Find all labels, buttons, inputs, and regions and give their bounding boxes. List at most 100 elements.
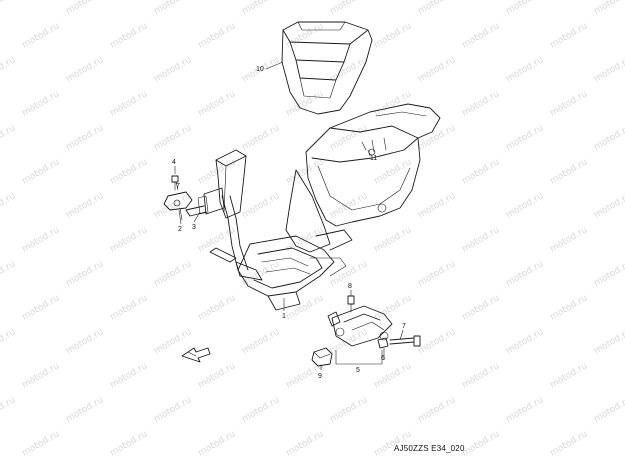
watermark-text: motod.ru xyxy=(197,293,238,322)
watermark-text: motod.ru xyxy=(373,157,414,186)
watermark-text: motod.ru xyxy=(373,225,414,254)
watermark-text: motod.ru xyxy=(505,55,546,84)
watermark-text: motod.ru xyxy=(593,327,625,356)
watermark-text: motod.ru xyxy=(593,191,625,220)
watermark-text: motod.ru xyxy=(21,157,62,186)
watermark-text: motod.ru xyxy=(417,0,458,17)
callout-11: 11 xyxy=(370,155,377,162)
watermark-text: motod.ru xyxy=(461,225,502,254)
watermark-text: motod.ru xyxy=(65,55,106,84)
watermark-text: motod.ru xyxy=(65,327,106,356)
watermark-text: motod.ru xyxy=(417,327,458,356)
watermark-text: motod.ru xyxy=(109,429,150,458)
watermark-text: motod.ru xyxy=(593,55,625,84)
watermark-text: motod.ru xyxy=(153,55,194,84)
watermark-text: motod.ru xyxy=(461,89,502,118)
watermark-text: motod.ru xyxy=(153,259,194,288)
callout-5: 5 xyxy=(356,367,360,374)
part-8-bolt xyxy=(347,295,355,313)
watermark-text: motod.ru xyxy=(0,55,17,84)
watermark-text: motod.ru xyxy=(461,293,502,322)
watermark-text: motod.ru xyxy=(285,157,326,186)
watermark-text: motod.ru xyxy=(197,429,238,458)
watermark-text: motod.ru xyxy=(0,123,17,152)
watermark-text: motod.ru xyxy=(593,0,625,17)
watermark-text: motod.ru xyxy=(329,395,370,424)
watermark-text: motod.ru xyxy=(0,395,17,424)
part-1-frame-body xyxy=(185,103,441,311)
callout-2: 2 xyxy=(178,226,182,233)
watermark-text: motod.ru xyxy=(109,225,150,254)
watermark-text: motod.ru xyxy=(197,361,238,390)
watermark-text: motod.ru xyxy=(197,157,238,186)
diagram-code-label: AJ50ZZS E34_020 xyxy=(394,444,465,453)
part-10-luggage-box xyxy=(281,21,373,115)
watermark-text: motod.ru xyxy=(65,191,106,220)
watermark-text: motod.ru xyxy=(461,361,502,390)
front-direction-arrow-icon xyxy=(181,347,211,363)
callout-8: 8 xyxy=(348,283,352,290)
callout-labels: 10 11 4 7 2 3 1 8 7 6 5 9 xyxy=(172,66,406,380)
watermark-text: motod.ru xyxy=(0,259,17,288)
watermark-text: motod.ru xyxy=(21,225,62,254)
part-7-long-bolt xyxy=(389,335,421,347)
watermark-text: motod.ru xyxy=(549,361,590,390)
watermark-text: motod.ru xyxy=(417,55,458,84)
part-2-bracket xyxy=(163,191,193,221)
watermark-text: motod.ru xyxy=(549,89,590,118)
watermark-text: motod.ru xyxy=(109,361,150,390)
watermark-text: motod.ru xyxy=(417,259,458,288)
watermark-text: motod.ru xyxy=(109,157,150,186)
watermark-text: motod.ru xyxy=(241,123,282,152)
watermark-text: motod.ru xyxy=(417,395,458,424)
callout-7-left: 7 xyxy=(176,183,180,190)
watermark-text: motod.ru xyxy=(549,225,590,254)
watermark-text: motod.ru xyxy=(153,123,194,152)
watermark-text: motod.ru xyxy=(505,191,546,220)
watermark-text: motod.ru xyxy=(21,361,62,390)
watermark-text: motod.ru xyxy=(593,123,625,152)
callout-10: 10 xyxy=(256,66,264,73)
watermark-text: motod.ru xyxy=(0,191,17,220)
watermark-text: motod.ru xyxy=(241,395,282,424)
watermark-text: motod.ru xyxy=(505,395,546,424)
watermark-text: motod.ru xyxy=(153,0,194,17)
watermark-text: motod.ru xyxy=(417,123,458,152)
watermark-text: motod.ru xyxy=(329,123,370,152)
watermark-text: motod.ru xyxy=(417,191,458,220)
watermark-text: motod.ru xyxy=(593,259,625,288)
watermark-text: motod.ru xyxy=(65,395,106,424)
watermark-text: motod.ru xyxy=(549,157,590,186)
part-4-bolt xyxy=(171,175,179,191)
watermark-text: motod.ru xyxy=(0,327,17,356)
callout-4: 4 xyxy=(172,159,176,166)
part-9-rubber-block xyxy=(311,347,333,367)
callout-3: 3 xyxy=(192,224,196,231)
watermark-text: motod.ru xyxy=(461,429,502,458)
watermark-text: motod.ru xyxy=(505,327,546,356)
watermark-text: motod.ru xyxy=(65,123,106,152)
watermark-text: motod.ru xyxy=(109,293,150,322)
watermark-text: motod.ru xyxy=(329,191,370,220)
watermark-text: motod.ru xyxy=(373,21,414,50)
leader-lines xyxy=(174,61,404,370)
watermark-text: motod.ru xyxy=(505,123,546,152)
watermark-text: motod.ru xyxy=(461,21,502,50)
watermark-text: motod.ru xyxy=(21,89,62,118)
watermark-text: motod.ru xyxy=(285,429,326,458)
watermark-text: motod.ru xyxy=(329,0,370,17)
watermark-text: motod.ru xyxy=(241,191,282,220)
watermark-text: motod.ru xyxy=(21,293,62,322)
callout-1: 1 xyxy=(282,313,286,320)
watermark-text: motod.ru xyxy=(197,89,238,118)
watermark-text: motod.ru xyxy=(285,293,326,322)
callout-9: 9 xyxy=(318,373,322,380)
watermark-text: motod.ru xyxy=(153,395,194,424)
watermark-text: motod.ru xyxy=(373,361,414,390)
watermark-text: motod.ru xyxy=(0,0,17,17)
watermark-text: motod.ru xyxy=(109,21,150,50)
watermark-text: motod.ru xyxy=(65,259,106,288)
